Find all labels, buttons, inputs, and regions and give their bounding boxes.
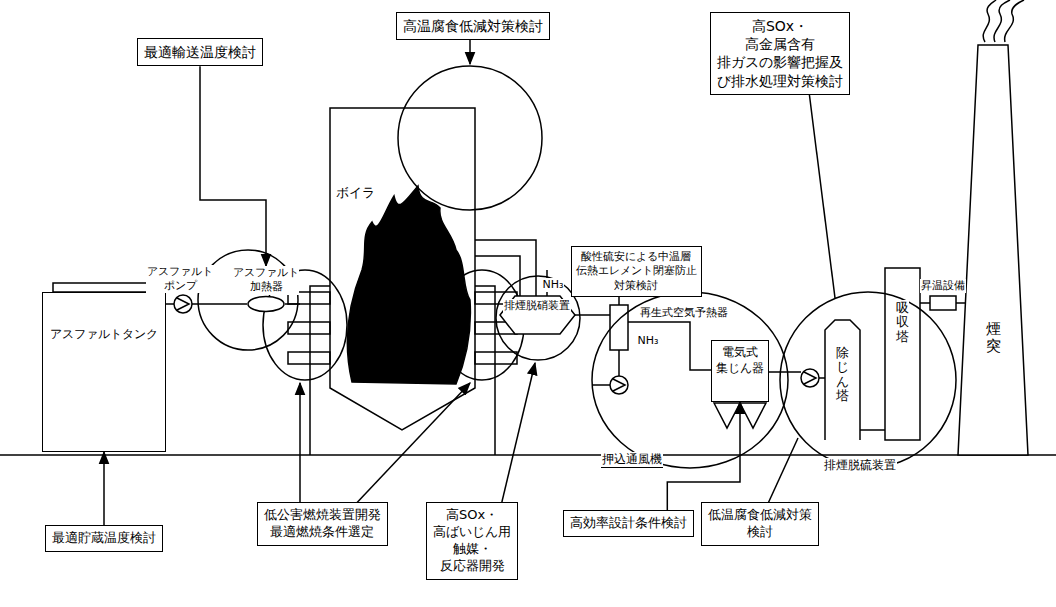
part-label: アスファルト ポンプ — [146, 265, 214, 293]
node-text: 高SOx・高ばいじん用 触媒・反応器開発 — [433, 507, 511, 575]
part-label: 押込通風機 — [601, 452, 663, 468]
reheater — [930, 296, 956, 310]
leader-arrow — [469, 40, 471, 64]
chimney — [958, 45, 1028, 455]
node-text: アスファルト 加熱器 — [233, 266, 299, 295]
callout-box: 酸性硫安による中温層 伝熱エレメント閉塞防止 対策検討 — [571, 246, 702, 297]
node-text: 酸性硫安による中温層 伝熱エレメント閉塞防止 対策検討 — [576, 250, 697, 293]
tank-lid — [53, 283, 155, 292]
asphalt-tank: アスファルトタンク — [42, 292, 166, 452]
gas-duct — [575, 314, 610, 316]
burner-bar — [288, 352, 330, 364]
flue-duct — [475, 240, 536, 296]
precipitator-box: 電気式 集じん器 — [711, 340, 769, 402]
absorber-tower — [885, 268, 920, 440]
dust-tower — [825, 320, 860, 440]
callout-box: 最適貯蔵温度検討 — [45, 525, 163, 552]
callout-circle — [398, 66, 542, 210]
air-preheater — [610, 305, 628, 350]
chemical-label: NH₃ — [637, 334, 660, 348]
callout-circle — [496, 276, 580, 360]
leader-line — [805, 60, 835, 298]
callout-circle — [780, 292, 956, 468]
burner-bar — [475, 352, 517, 364]
leader-arrow — [500, 363, 535, 510]
gas-duct — [860, 429, 885, 431]
ground-line — [0, 454, 1056, 456]
asphalt-heater: アスファルト 加熱器 — [233, 266, 299, 313]
hopper — [740, 403, 766, 428]
callout-box: 最適輸送温度検討 — [137, 38, 263, 66]
node-text: 電気式 集じん器 — [716, 345, 764, 376]
pump-blade — [177, 298, 189, 310]
burner-bar — [288, 322, 330, 334]
fan-symbol — [801, 369, 819, 387]
part-label: 煙突 — [986, 320, 1001, 355]
node-text: アスファルトタンク — [49, 327, 159, 343]
part-label: ボイラ — [335, 185, 376, 201]
gas-duct — [628, 322, 712, 370]
flame — [347, 186, 470, 384]
denitration-reactor — [500, 296, 575, 334]
node-text: 最適貯蔵温度検討 — [52, 530, 156, 547]
node-text: 低温腐食低減対策 検討 — [708, 507, 812, 541]
chemical-label: NH₃ — [542, 278, 565, 292]
smoke — [994, 0, 1010, 42]
callout-box: 高効率設計条件検討 — [563, 510, 694, 537]
fan-blade — [613, 379, 625, 391]
heater-outline — [248, 296, 284, 311]
fan-symbol — [610, 376, 628, 394]
part-label: 吸収塔 — [896, 300, 909, 345]
connector-arrow — [103, 452, 105, 525]
callout-circle — [592, 292, 788, 468]
node-text: 高温腐食低減対策検討 — [403, 17, 543, 35]
leader-arrow — [299, 383, 301, 510]
part-label: 排煙脱硫装置 — [823, 458, 897, 473]
callout-box: 低温腐食低減対策 検討 — [701, 502, 819, 546]
smoke — [1005, 0, 1024, 42]
node-text: 高効率設計条件検討 — [570, 515, 687, 532]
part-label: 昇温設備 — [920, 279, 966, 293]
connector-arrow — [667, 402, 740, 510]
callout-box: 高温腐食低減対策検討 — [396, 12, 550, 40]
callout-box: 低公害燃焼装置開発 最適燃焼条件選定 — [257, 502, 388, 546]
callout-box: 高SOx・高ばいじん用 触媒・反応器開発 — [426, 502, 518, 580]
pump-symbol — [174, 295, 192, 313]
callout-box: 高SOx・高金属含有 排ガスの影響把握及 び排水処理対策検討 — [710, 12, 850, 95]
boiler-body — [330, 108, 475, 430]
connector-arrow — [200, 66, 266, 266]
leader-line — [618, 297, 620, 305]
part-label: 再生式空気予熱器 — [639, 306, 729, 320]
node-text: 高SOx・高金属含有 排ガスの影響把握及 び排水処理対策検討 — [717, 17, 843, 90]
part-label: 排煙脱硝装置 — [503, 299, 571, 313]
heater-shape — [246, 295, 286, 313]
leader-line — [765, 438, 798, 510]
fan-blade — [804, 372, 816, 384]
leader-arrow — [350, 383, 470, 510]
hopper — [714, 403, 740, 428]
node-text: 最適輸送温度検討 — [144, 43, 256, 61]
node-text: 低公害燃焼装置開発 最適燃焼条件選定 — [264, 507, 381, 541]
part-label: 除じん塔 — [836, 345, 849, 404]
